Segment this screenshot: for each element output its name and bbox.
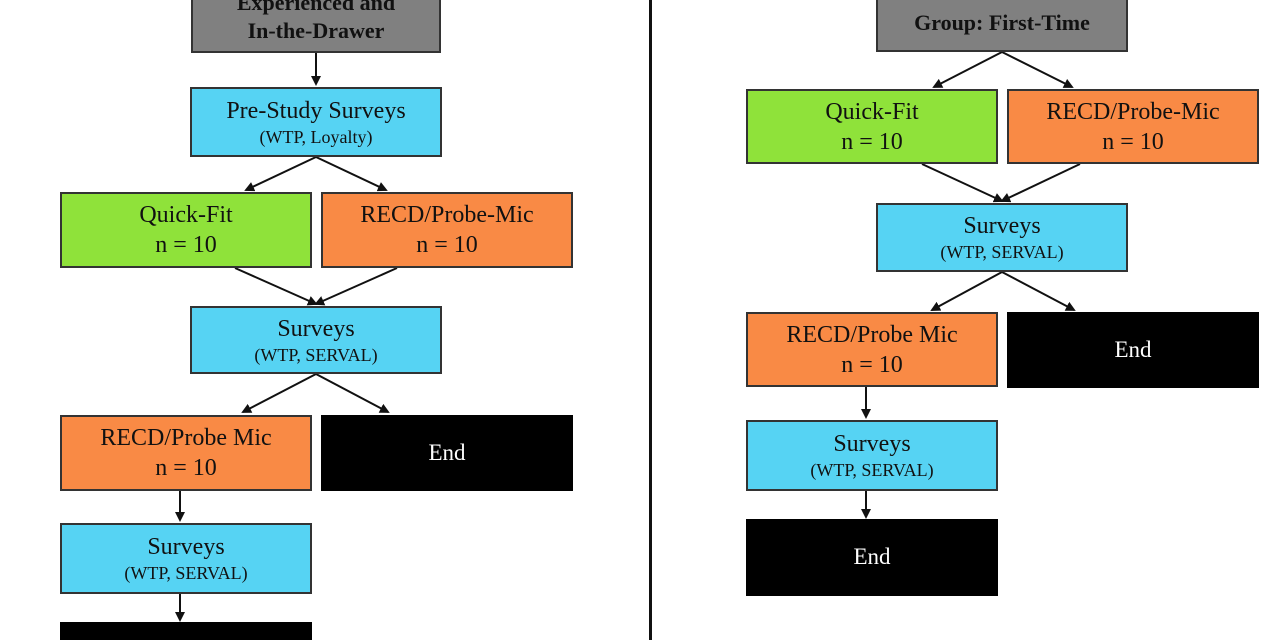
arrow-surveys-to-recd2 <box>241 373 317 413</box>
left-recd-n: n = 10 <box>416 232 478 258</box>
left-end-box-1: End <box>321 415 573 491</box>
left-recd-probe-box: RECD/Probe-Mic n = 10 <box>321 192 573 268</box>
arrow-recd-to-surveys <box>314 267 398 306</box>
right-quickfit-title: Quick-Fit <box>825 98 919 125</box>
left-recd2-title: RECD/Probe Mic <box>100 425 272 451</box>
right-recd-title: RECD/Probe-Mic <box>1046 98 1220 125</box>
right-surveys-box-2: Surveys (WTP, SERVAL) <box>746 420 998 491</box>
left-surveys2-subtitle: (WTP, SERVAL) <box>124 563 248 584</box>
left-surveys1-title: Surveys <box>277 315 355 342</box>
left-header-line1: Experienced and <box>236 0 396 15</box>
right-quickfit-n: n = 10 <box>841 128 903 155</box>
right-surveys-box-1: Surveys (WTP, SERVAL) <box>876 203 1128 272</box>
arrow-surveys-to-end <box>315 373 390 413</box>
arrow-r-surveys-to-recd2 <box>930 271 1003 311</box>
left-group-header: Experienced and In-the-Drawer <box>191 0 441 53</box>
left-quickfit-n: n = 10 <box>155 232 217 258</box>
right-recd-n: n = 10 <box>1102 128 1164 155</box>
left-prestudy-surveys-box: Pre-Study Surveys (WTP, Loyalty) <box>190 87 442 157</box>
right-recd-probe-box: RECD/Probe-Mic n = 10 <box>1007 89 1259 164</box>
right-surveys1-subtitle: (WTP, SERVAL) <box>940 242 1064 263</box>
left-end-box-2 <box>60 622 312 640</box>
arrow-r-header-to-quickfit <box>932 51 1003 88</box>
left-surveys-box-1: Surveys (WTP, SERVAL) <box>190 306 442 374</box>
right-recd2-title: RECD/Probe Mic <box>786 321 958 348</box>
right-end-box-1: End <box>1007 312 1259 388</box>
right-quickfit-box: Quick-Fit n = 10 <box>746 89 998 164</box>
right-surveys1-title: Surveys <box>963 213 1041 240</box>
left-surveys2-title: Surveys <box>147 534 225 561</box>
arrow-prestudy-to-recd <box>315 156 388 192</box>
left-surveys-box-2: Surveys (WTP, SERVAL) <box>60 523 312 594</box>
left-recd-title: RECD/Probe-Mic <box>360 202 534 228</box>
right-end-box-2: End <box>746 519 998 596</box>
right-end1-label: End <box>1114 336 1152 362</box>
right-recd-probe-box-2: RECD/Probe Mic n = 10 <box>746 312 998 387</box>
left-quickfit-box: Quick-Fit n = 10 <box>60 192 312 268</box>
right-end2-label: End <box>853 544 891 570</box>
panel-divider <box>649 0 652 640</box>
arrow-r-recd-to-surveys <box>1000 163 1081 203</box>
left-prestudy-subtitle: (WTP, Loyalty) <box>259 126 373 147</box>
arrow-prestudy-to-quickfit <box>244 156 317 192</box>
left-quickfit-title: Quick-Fit <box>139 202 233 228</box>
right-surveys2-subtitle: (WTP, SERVAL) <box>810 460 934 481</box>
left-end1-label: End <box>428 439 466 465</box>
left-recd-probe-box-2: RECD/Probe Mic n = 10 <box>60 415 312 491</box>
left-recd2-n: n = 10 <box>155 455 217 481</box>
arrow-r-header-to-recd <box>1001 51 1074 88</box>
right-group-header: Group: First-Time <box>876 0 1128 52</box>
right-surveys2-title: Surveys <box>833 431 911 458</box>
right-header-line1: Group: First-Time <box>914 10 1090 36</box>
arrow-r-quickfit-to-surveys <box>921 163 1004 203</box>
left-surveys1-subtitle: (WTP, SERVAL) <box>254 344 378 365</box>
left-header-line2: In-the-Drawer <box>247 17 385 43</box>
arrow-quickfit-to-surveys <box>234 267 318 306</box>
left-prestudy-title: Pre-Study Surveys <box>226 97 406 124</box>
arrow-r-surveys-to-end <box>1001 271 1076 311</box>
right-recd2-n: n = 10 <box>841 351 903 378</box>
